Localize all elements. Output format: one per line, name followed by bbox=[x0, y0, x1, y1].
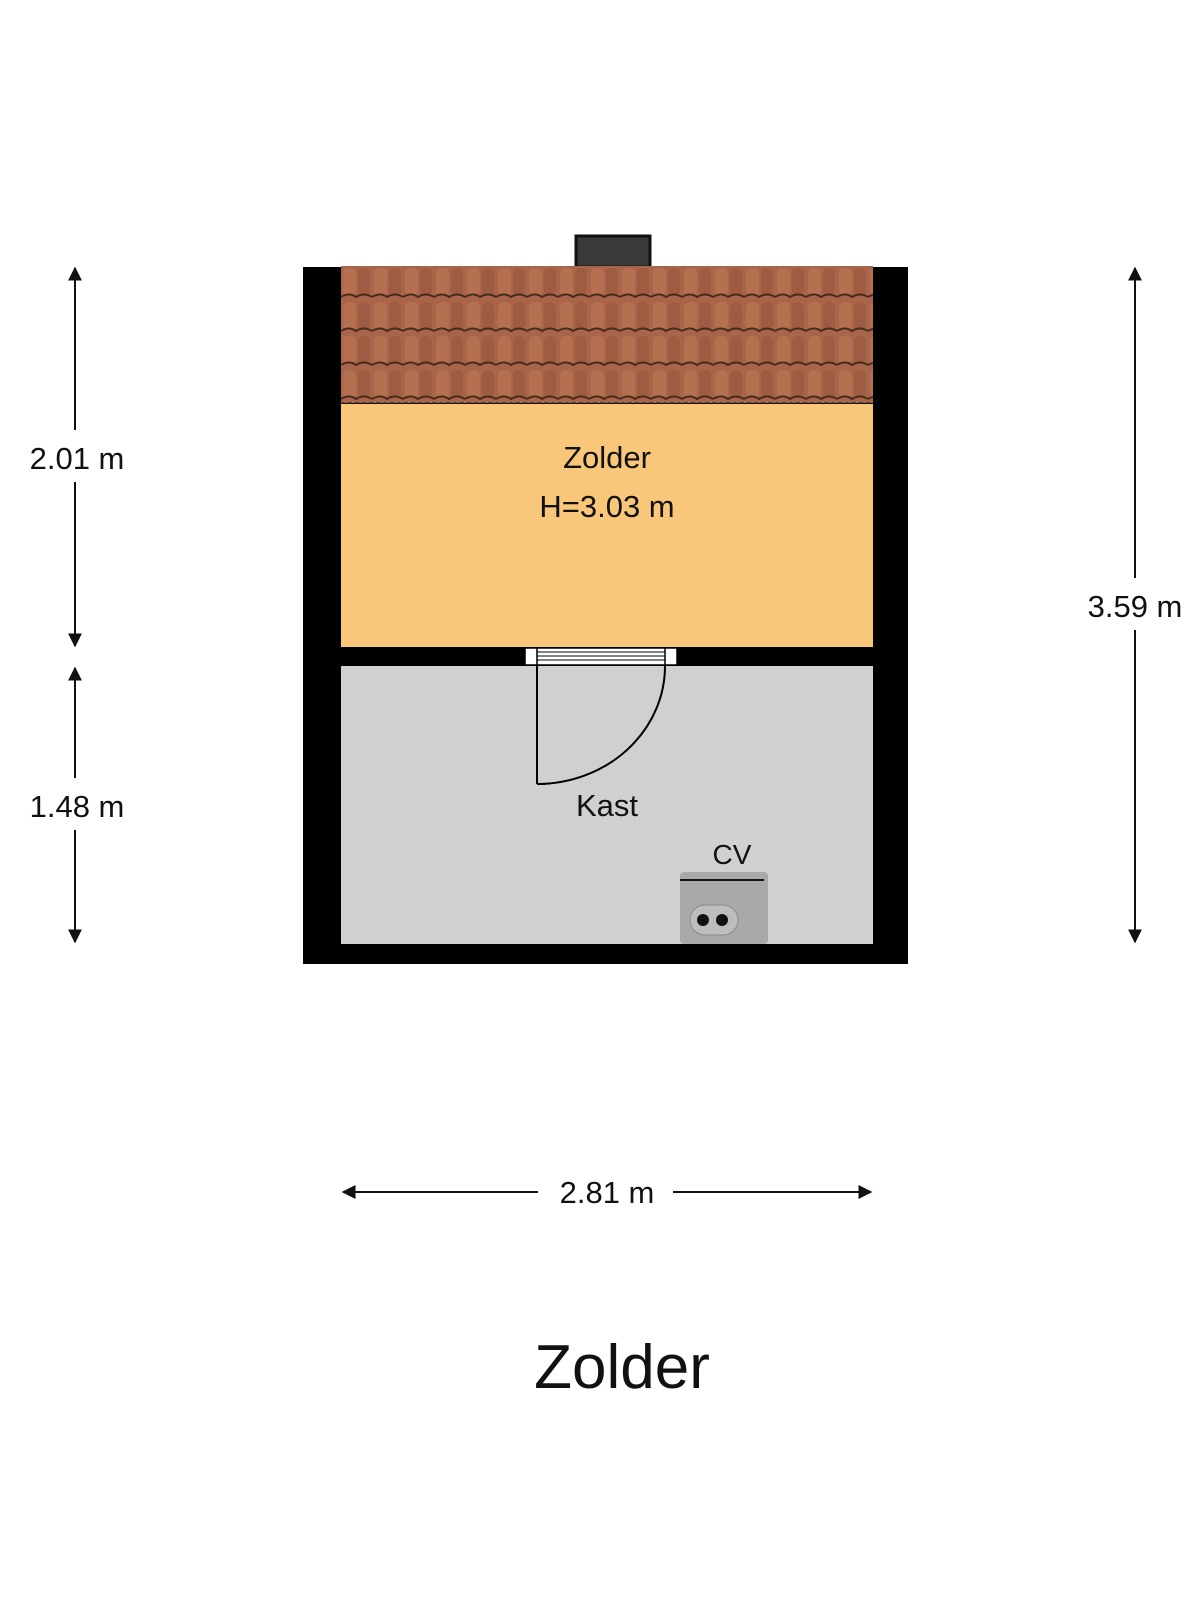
room-label-kast: Kast bbox=[576, 788, 638, 823]
cv-boiler bbox=[680, 872, 768, 944]
cv-label: CV bbox=[713, 839, 752, 870]
dim-label-right: 3.59 m bbox=[1088, 589, 1183, 624]
room-zolder bbox=[341, 404, 873, 647]
floor-title: Zolder bbox=[534, 1333, 710, 1402]
door bbox=[524, 647, 678, 785]
room-kast bbox=[341, 666, 873, 944]
dim-label-left-upper: 2.01 m bbox=[30, 441, 125, 476]
dim-label-left-lower: 1.48 m bbox=[30, 789, 125, 824]
roof-tiles bbox=[341, 266, 873, 403]
room-height-label: H=3.03 m bbox=[539, 489, 674, 524]
chimney bbox=[574, 234, 652, 269]
room-label-zolder: Zolder bbox=[563, 440, 651, 475]
dim-label-bottom: 2.81 m bbox=[560, 1175, 655, 1210]
